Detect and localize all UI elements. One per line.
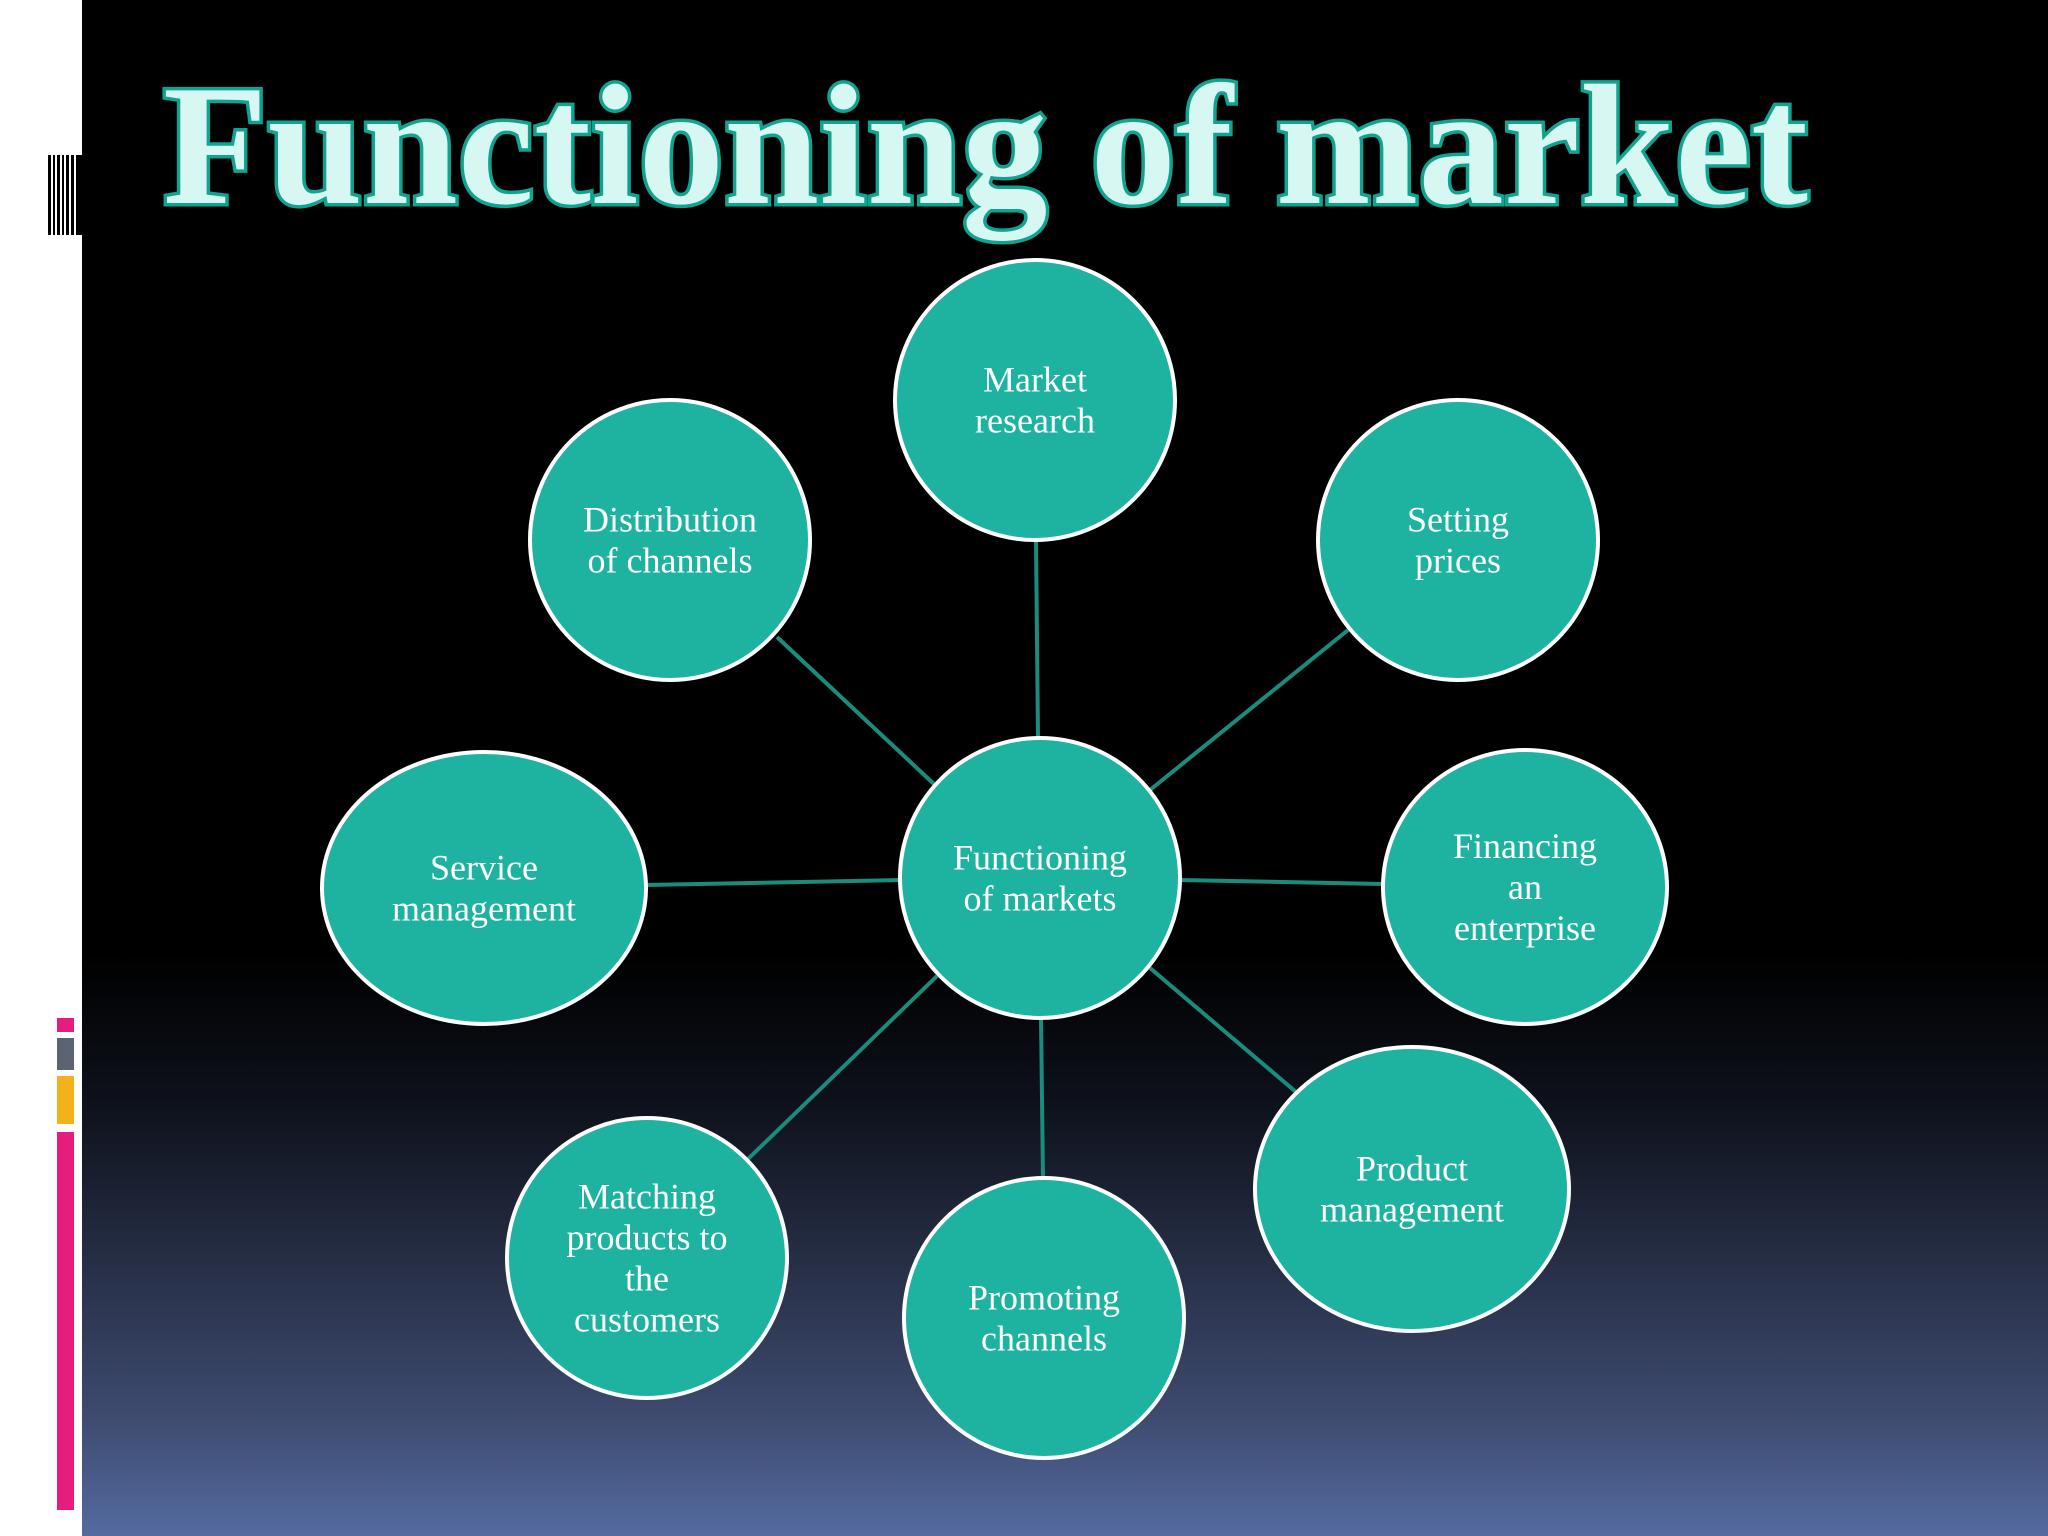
node-circle-distribution-of-channels xyxy=(528,398,812,682)
accent-bar-pink-large xyxy=(57,1132,74,1510)
connector-product-management xyxy=(1148,966,1298,1094)
barcode-stripe xyxy=(48,155,51,235)
node-circle-market-research xyxy=(893,258,1177,542)
node-circle-product-management xyxy=(1253,1045,1571,1333)
node-circle-financing-an-enterprise xyxy=(1381,748,1669,1026)
node-label-setting-prices: prices xyxy=(1415,541,1501,581)
node-label-setting-prices: Setting xyxy=(1407,500,1509,540)
left-decorative-strip xyxy=(0,0,82,1536)
node-label-matching-products-to-the-customers: Matching xyxy=(578,1177,716,1217)
connector-setting-prices xyxy=(1148,628,1350,792)
node-label-matching-products-to-the-customers: customers xyxy=(574,1300,720,1340)
barcode-stripe xyxy=(76,155,82,235)
node-label-center: of markets xyxy=(964,879,1117,919)
connector-market-research xyxy=(1034,539,1040,739)
barcode-stripe xyxy=(66,155,69,235)
connector-distribution-of-channels xyxy=(775,635,937,787)
accent-bar-pink-small xyxy=(57,1018,74,1032)
node-circle-matching-products-to-the-customers xyxy=(505,1116,789,1400)
node-label-promoting-channels: channels xyxy=(981,1319,1107,1359)
node-label-financing-an-enterprise: enterprise xyxy=(1454,908,1596,948)
node-label-financing-an-enterprise: Financing xyxy=(1453,826,1597,866)
accent-bar-yellow xyxy=(57,1076,74,1124)
connector-financing-an-enterprise xyxy=(1179,878,1384,886)
node-circle-center xyxy=(898,736,1182,1020)
node-circle-service-management xyxy=(320,750,648,1026)
node-label-financing-an-enterprise: an xyxy=(1508,867,1542,907)
connector-service-management xyxy=(645,878,901,887)
node-label-market-research: Market xyxy=(983,360,1087,400)
node-label-matching-products-to-the-customers: the xyxy=(625,1259,669,1299)
barcode-stripe xyxy=(53,155,55,235)
connector-promoting-channels xyxy=(1039,1017,1045,1179)
node-label-market-research: research xyxy=(975,401,1095,441)
connector-lines xyxy=(645,539,1384,1179)
barcode-stripe xyxy=(71,155,74,235)
node-label-distribution-of-channels: Distribution xyxy=(583,500,757,540)
barcode-stripe xyxy=(57,155,60,235)
node-circle-promoting-channels xyxy=(902,1176,1186,1460)
node-circle-setting-prices xyxy=(1316,398,1600,682)
connector-matching-products-to-the-customers xyxy=(745,974,939,1162)
node-label-product-management: management xyxy=(1320,1190,1504,1230)
node-label-product-management: Product xyxy=(1356,1149,1468,1189)
node-label-service-management: Service xyxy=(430,848,538,888)
node-label-matching-products-to-the-customers: products to xyxy=(567,1218,728,1258)
barcode-stripe xyxy=(62,155,64,235)
node-label-distribution-of-channels: of channels xyxy=(588,541,753,581)
node-label-service-management: management xyxy=(392,889,576,929)
accent-bar-grey xyxy=(57,1038,74,1070)
node-label-promoting-channels: Promoting xyxy=(968,1278,1120,1318)
slide-title: Functioning of market xyxy=(163,51,1808,241)
node-label-center: Functioning xyxy=(953,838,1127,878)
